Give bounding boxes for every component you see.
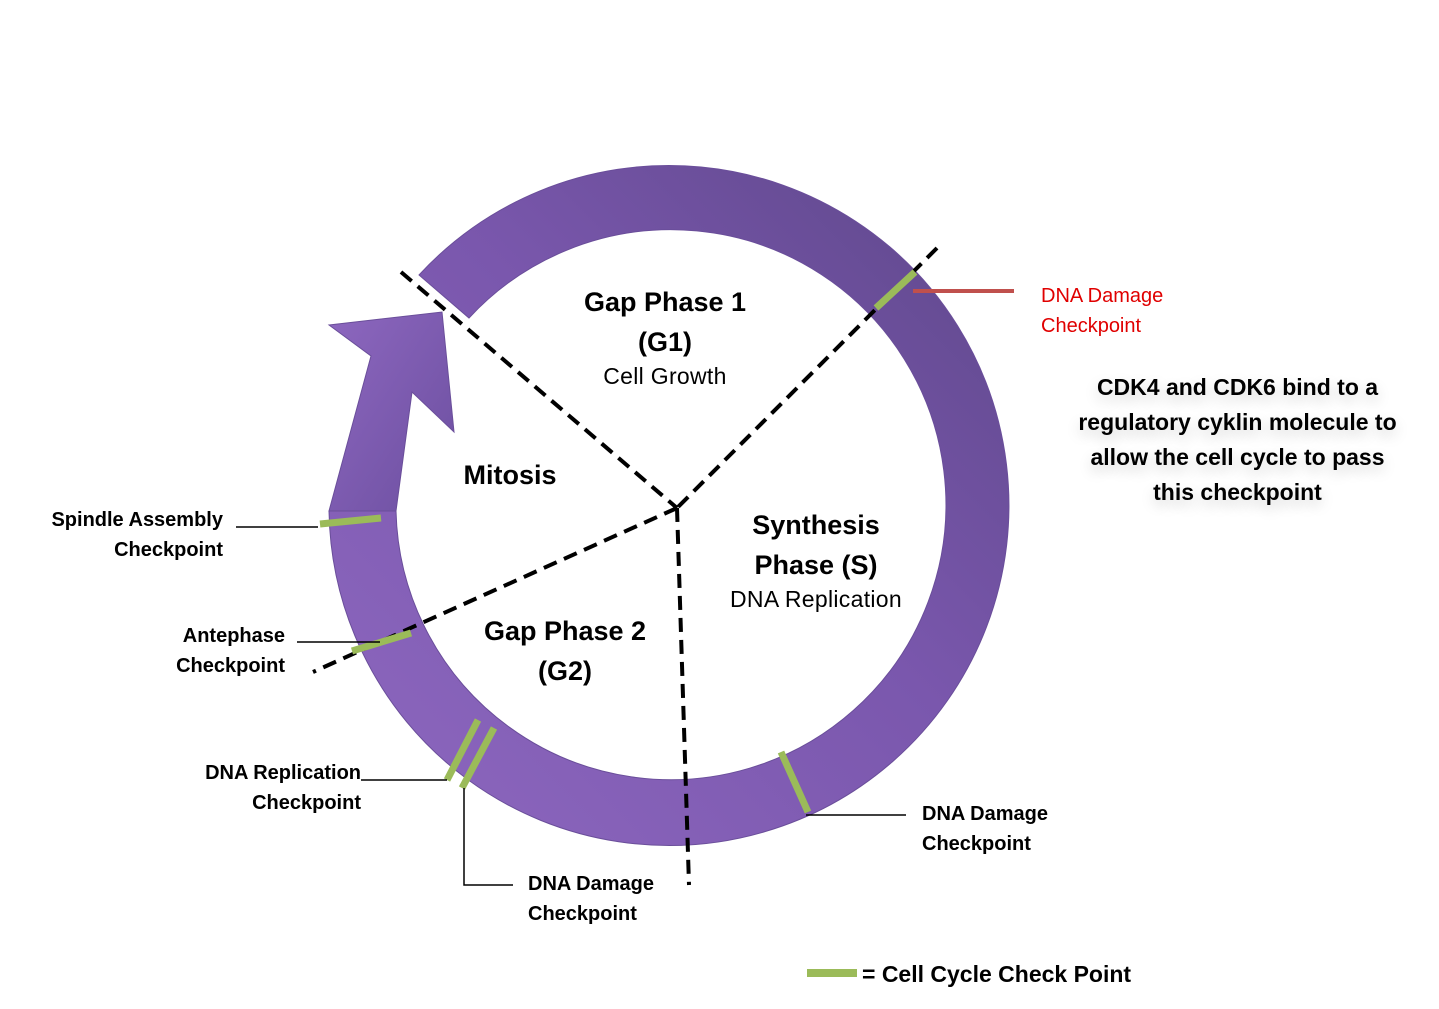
checkpoint-label-antephase-line1: Antephase: [182, 625, 285, 647]
cdk-callout-line3: allow the cell cycle to pass: [1090, 444, 1385, 470]
cdk-callout-line2: regulatory cyklin molecule to: [1078, 409, 1397, 435]
phase-s-title-1: Synthesis: [752, 510, 880, 540]
checkpoint-marks: [319, 269, 918, 814]
phase-mitosis-label: Mitosis: [430, 455, 590, 495]
checkpoint-label-replication: DNA Replication Checkpoint: [150, 758, 361, 818]
phase-s-label: Synthesis Phase (S) DNA Replication: [706, 505, 926, 613]
divider-mitosis-g1: [399, 270, 679, 510]
checkpoint-mark-replication: [443, 718, 482, 782]
leader-lines: [236, 526, 906, 886]
checkpoint-mark-g2-damage: [458, 726, 498, 790]
checkpoint-label-g1-damage-line2: Checkpoint: [1041, 315, 1142, 337]
checkpoint-mark-spindle: [319, 514, 382, 528]
checkpoint-mark-g1-damage: [873, 269, 918, 311]
cycle-arrow-head: [327, 311, 455, 512]
checkpoint-label-g1-damage: DNA Damage Checkpoint: [1041, 281, 1241, 341]
cdk-callout-line1: CDK4 and CDK6 bind to a: [1096, 374, 1379, 400]
checkpoint-label-replication-line2: Checkpoint: [252, 792, 361, 814]
checkpoint-label-s-damage-line2: Checkpoint: [922, 833, 1031, 855]
phase-s-title-2: Phase (S): [754, 550, 878, 580]
checkpoint-label-g2-damage-line1: DNA Damage: [528, 873, 654, 895]
checkpoint-label-g2-damage: DNA Damage Checkpoint: [528, 869, 728, 929]
checkpoint-label-spindle-line2: Checkpoint: [114, 539, 223, 561]
checkpoint-label-g1-damage-line1: DNA Damage: [1041, 285, 1164, 307]
phase-g2-label: Gap Phase 2 (G2): [455, 611, 675, 691]
phase-g1-title-2: (G1): [638, 327, 692, 357]
checkpoint-label-antephase: Antephase Checkpoint: [100, 621, 285, 681]
leader-g2-damage: [463, 788, 513, 886]
checkpoint-label-spindle-line1: Spindle Assembly: [51, 509, 223, 531]
checkpoint-label-s-damage: DNA Damage Checkpoint: [922, 799, 1122, 859]
phase-g2-title-1: Gap Phase 2: [483, 616, 647, 646]
phase-g1-subtitle: Cell Growth: [603, 363, 727, 389]
checkpoint-label-spindle: Spindle Assembly Checkpoint: [20, 505, 223, 565]
cdk-callout: CDK4 and CDK6 bind to a regulatory cykli…: [1050, 370, 1425, 510]
phase-g1-label: Gap Phase 1 (G1) Cell Growth: [555, 282, 775, 390]
divider-g1-s: [675, 246, 939, 510]
checkpoint-mark-antephase: [350, 629, 413, 655]
cdk-callout-line4: this checkpoint: [1153, 479, 1322, 505]
phase-g1-title-1: Gap Phase 1: [583, 287, 747, 317]
phase-s-subtitle: DNA Replication: [730, 586, 902, 612]
phase-g2-title-2: (G2): [538, 656, 592, 686]
legend-label: = Cell Cycle Check Point: [862, 961, 1132, 987]
cell-cycle-ring: [328, 165, 1010, 846]
divider-s-g2: [675, 507, 691, 886]
checkpoint-label-replication-line1: DNA Replication: [205, 762, 361, 784]
checkpoint-label-antephase-line2: Checkpoint: [176, 655, 285, 677]
phase-mitosis-title: Mitosis: [463, 460, 557, 490]
checkpoint-label-g2-damage-line2: Checkpoint: [528, 903, 637, 925]
checkpoint-mark-s-damage: [777, 750, 812, 814]
checkpoint-label-s-damage-line1: DNA Damage: [922, 803, 1048, 825]
